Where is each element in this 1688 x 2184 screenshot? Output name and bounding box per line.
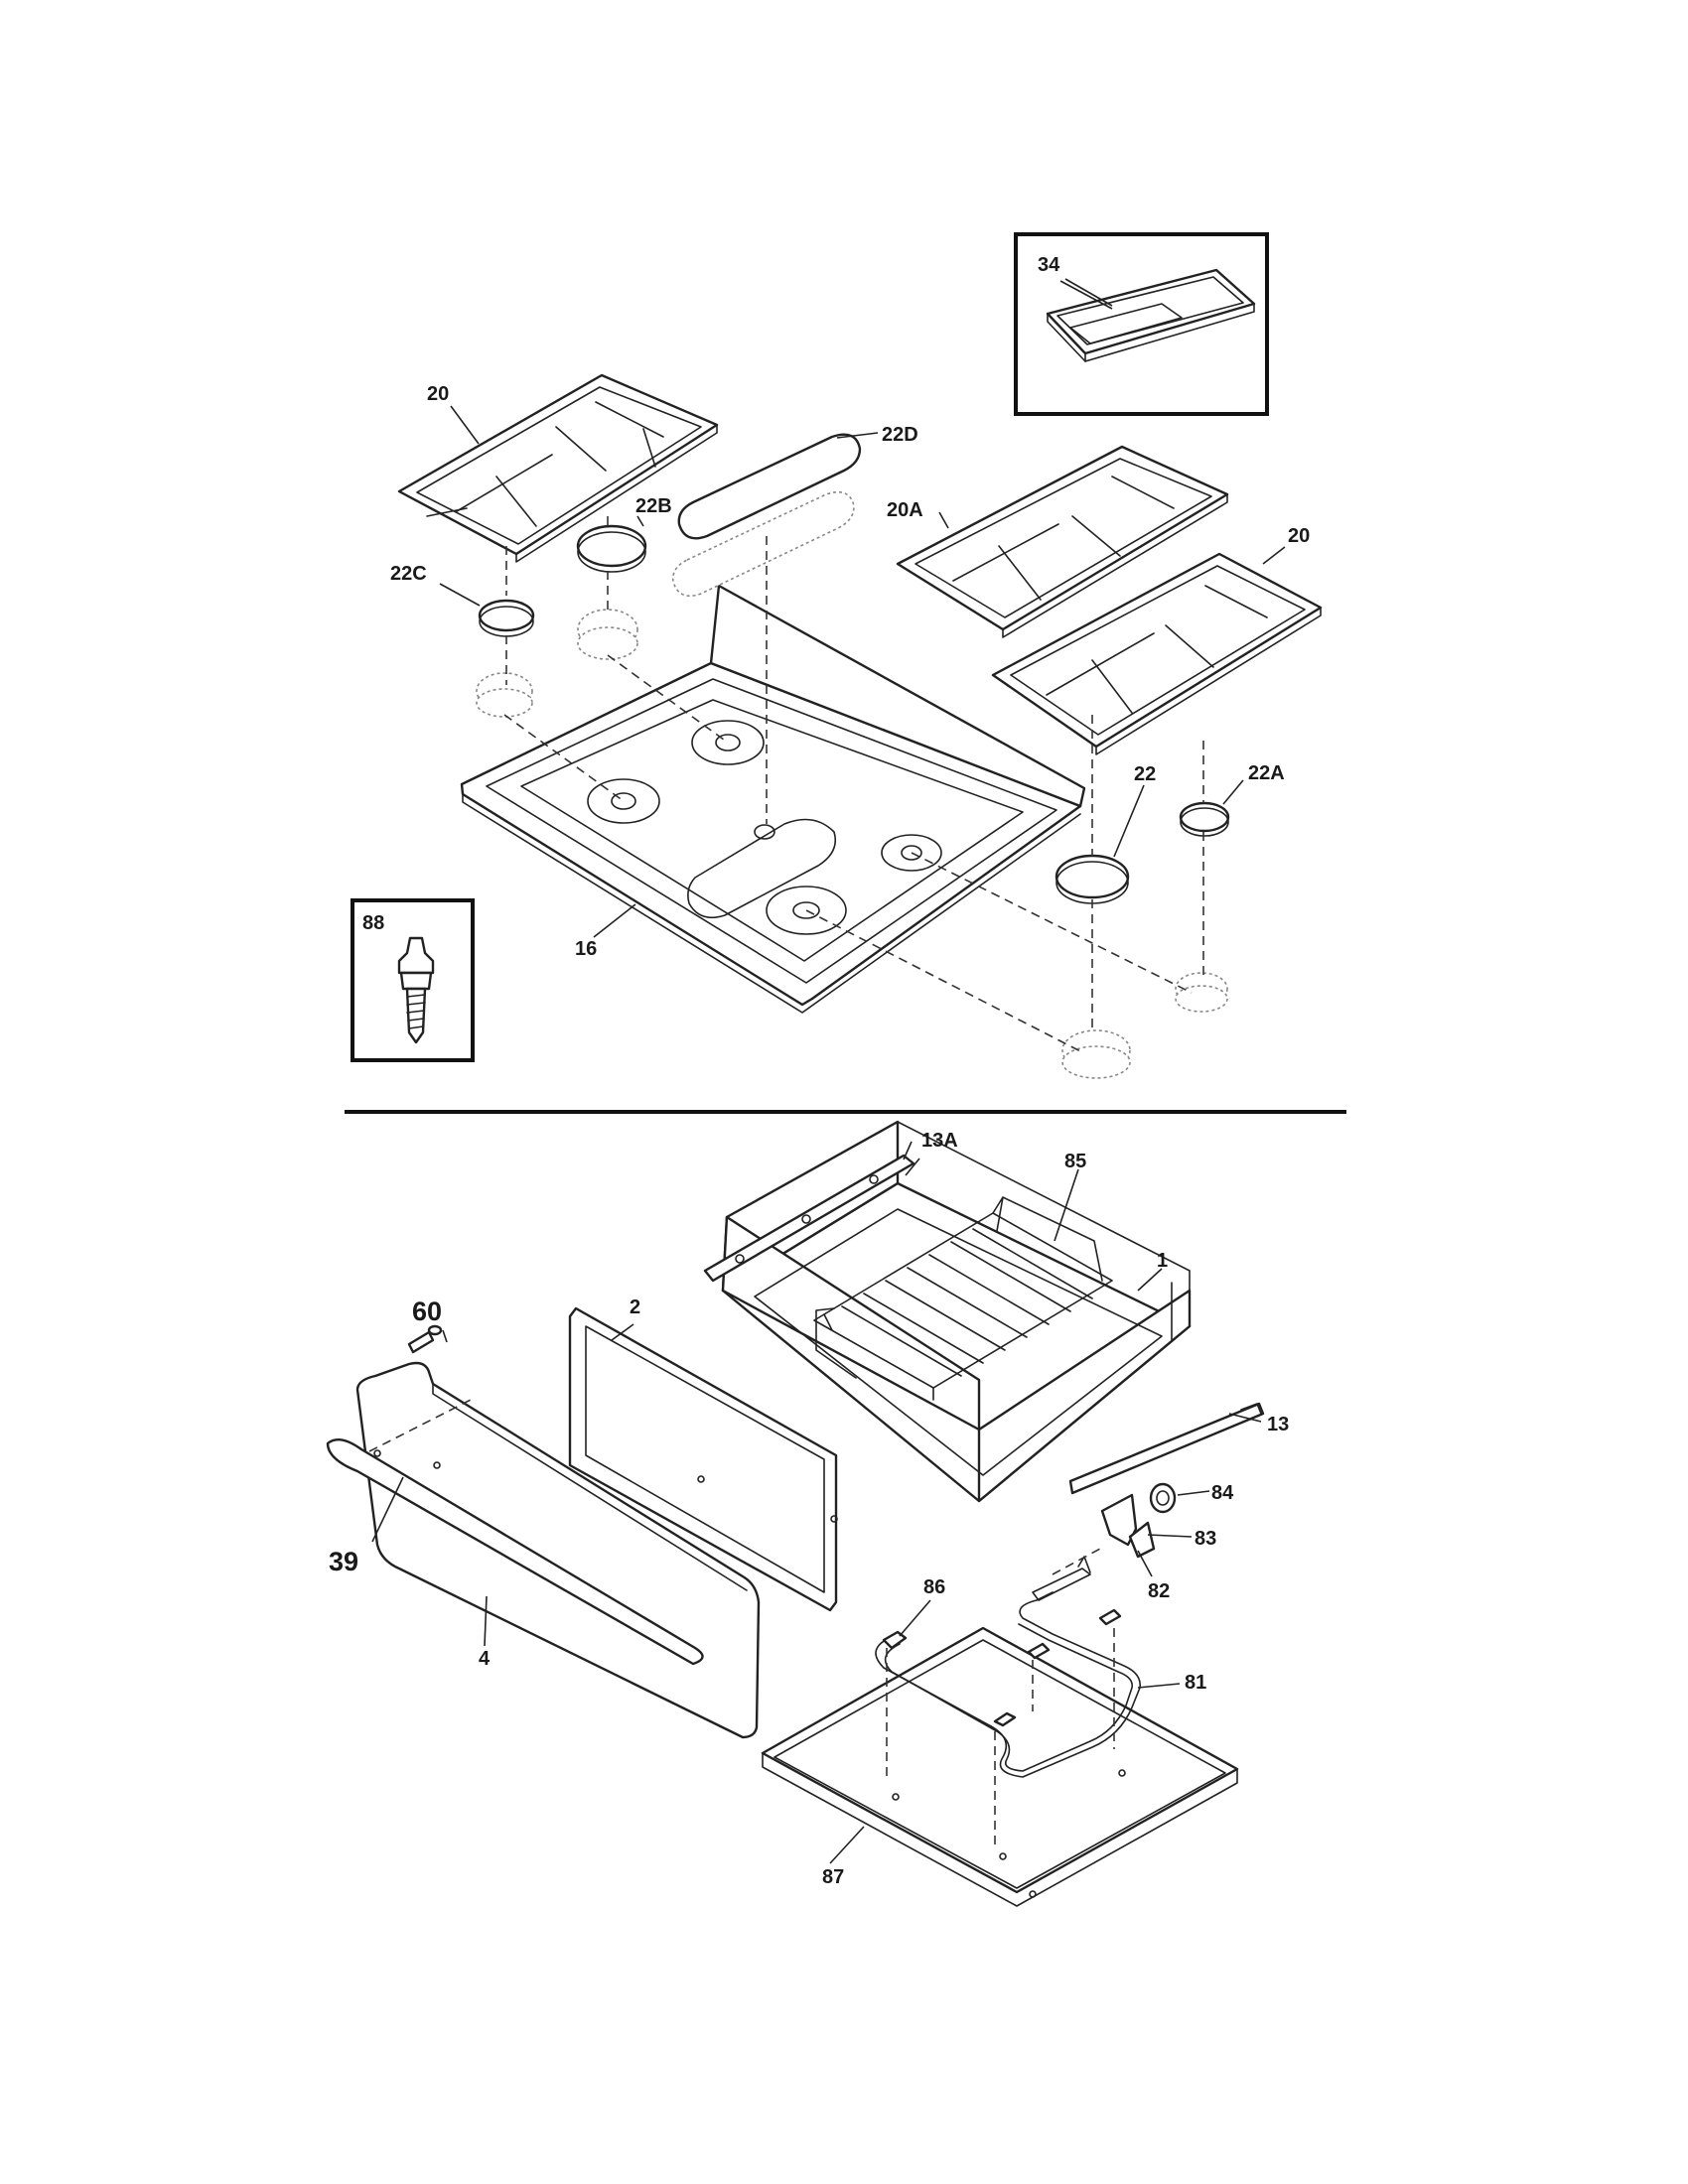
- cap-22d: [671, 433, 862, 598]
- part-labels: 34 20 22D 22B 20A 20 22C 22 22A 88 16 13…: [329, 254, 1310, 1888]
- label-4: 4: [479, 1648, 491, 1670]
- bottom-alignment-lines: [368, 1397, 1115, 1846]
- griddle-inset: [1014, 232, 1269, 416]
- label-13a: 13A: [921, 1130, 958, 1152]
- label-22: 22: [1134, 763, 1156, 785]
- label-60: 60: [412, 1297, 442, 1326]
- cooktop: [460, 584, 1086, 1014]
- label-34: 34: [1038, 254, 1060, 276]
- cap-22b: [576, 524, 647, 573]
- label-83: 83: [1195, 1528, 1216, 1550]
- label-13: 13: [1267, 1414, 1289, 1435]
- grate-right: [991, 552, 1323, 755]
- heating-element: [875, 1556, 1141, 1778]
- parts-82-83-84: [1100, 1482, 1177, 1559]
- drawer-rack: [813, 1196, 1113, 1401]
- label-86: 86: [923, 1576, 945, 1598]
- leader-lines: [371, 280, 1286, 1864]
- label-20a: 20A: [887, 499, 923, 521]
- label-22d: 22D: [882, 424, 918, 446]
- label-84: 84: [1211, 1482, 1234, 1504]
- label-85: 85: [1064, 1151, 1086, 1172]
- label-39: 39: [329, 1547, 358, 1576]
- label-87: 87: [822, 1866, 844, 1888]
- drawer-inner-panel: [568, 1306, 838, 1612]
- grate-20a: [896, 445, 1229, 638]
- grate-left: [397, 373, 719, 563]
- label-1: 1: [1157, 1250, 1168, 1272]
- label-16: 16: [575, 938, 597, 960]
- cap-22a: [1179, 801, 1230, 837]
- drawer-box: [721, 1120, 1192, 1503]
- label-22c: 22C: [390, 563, 427, 585]
- rail-13: [1068, 1402, 1265, 1495]
- screw-inset: [351, 898, 475, 1062]
- bottom-pan: [761, 1626, 1239, 1907]
- label-20-left: 20: [427, 383, 449, 405]
- screw-60: [407, 1324, 443, 1354]
- label-88: 88: [362, 912, 384, 934]
- label-20-right: 20: [1288, 525, 1310, 547]
- cap-22: [1055, 854, 1130, 904]
- label-82: 82: [1148, 1580, 1170, 1602]
- cap-22c: [478, 599, 535, 637]
- label-81: 81: [1185, 1672, 1206, 1694]
- rail-13a: [703, 1141, 915, 1283]
- top-alignment-lines: [503, 516, 1204, 1053]
- label-22a: 22A: [1248, 762, 1285, 784]
- label-2: 2: [630, 1297, 640, 1318]
- drawer-front: [326, 1361, 761, 1739]
- element-brackets: [882, 1608, 1122, 1727]
- label-22b: 22B: [635, 495, 672, 517]
- burner-heads: [476, 609, 1228, 1079]
